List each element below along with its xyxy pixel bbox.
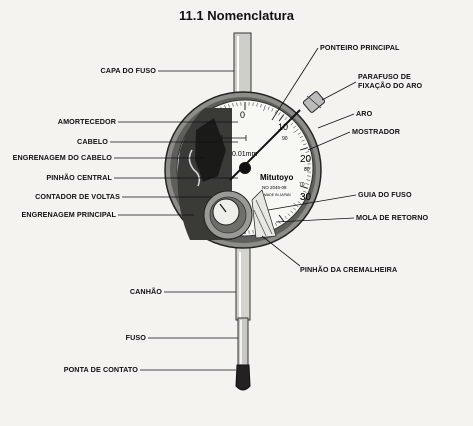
label-fuso: FUSO — [125, 333, 146, 342]
dial-tick — [232, 103, 234, 107]
label-contador-de-voltas: CONTADOR DE VOLTAS — [35, 192, 120, 201]
dial-tick — [284, 215, 288, 220]
dial-tick — [300, 147, 308, 151]
label-guia-do-fuso: GUIA DO FUSO — [358, 190, 412, 199]
dial-number-10: 10 — [278, 122, 288, 132]
dial-tick — [299, 135, 303, 139]
label-engrenagem-do-cabelo: ENGRENAGEM DO CABELO — [12, 153, 112, 162]
dial-tick — [293, 129, 299, 133]
dial-tick — [274, 222, 278, 226]
dial-tick — [274, 110, 278, 114]
leader-lines — [110, 47, 357, 371]
center-pinion — [239, 162, 251, 174]
label-canhao: CANHÃO — [129, 287, 162, 296]
dial-tick — [278, 112, 281, 116]
dial-tick — [299, 197, 303, 201]
dial-tick — [305, 151, 309, 153]
dial-tick — [278, 220, 281, 224]
dial-tick — [303, 190, 307, 193]
dial-tick — [292, 207, 297, 211]
label-ponta-de-contato: PONTA DE CONTATO — [63, 365, 138, 374]
dial-tick — [301, 194, 305, 197]
label-pinhao-da-cremalheira: PINHÃO DA CREMALHEIRA — [300, 265, 398, 274]
dial-tick — [263, 105, 266, 112]
label-parafuso-line2: FIXAÇÃO DO ARO — [358, 81, 423, 90]
label-capa-do-fuso: CAPA DO FUSO — [100, 66, 156, 75]
stem-barrel — [235, 247, 251, 321]
dial-number-0: 0 — [240, 110, 245, 120]
label-aro: ARO — [356, 109, 373, 118]
dial-tick — [300, 185, 308, 189]
label-amortecedor: AMORTECEDOR — [57, 117, 116, 126]
dial-tick — [271, 108, 274, 112]
contact-point — [235, 364, 251, 391]
dial-number-20: 20 — [300, 154, 312, 165]
dial-origin: MADE IN JAPAN — [264, 193, 291, 197]
main-pointer — [229, 109, 301, 181]
label-ponteiro-principal: PONTEIRO PRINCIPAL — [320, 43, 400, 52]
dial-tick — [278, 214, 285, 222]
dial-tick — [305, 183, 309, 185]
dial-tick — [297, 132, 301, 135]
label-cabelo: CABELO — [77, 137, 108, 146]
dial-tick — [297, 201, 301, 204]
diagram-title: 11.1 Nomenclatura — [179, 8, 294, 23]
dial-tick — [301, 139, 305, 142]
dial-tick — [260, 104, 262, 108]
dial-tick — [290, 122, 294, 126]
dial-brand: Mitutoyo — [260, 173, 293, 182]
dial-tick — [278, 114, 285, 122]
return-spring — [251, 189, 277, 239]
dial-tick — [228, 104, 230, 108]
dial-tick — [306, 179, 310, 181]
dial-tick — [303, 143, 307, 146]
dial-number-80: 80 — [304, 167, 310, 173]
dial-number-70: 70 — [299, 182, 305, 188]
hairspring — [188, 149, 201, 187]
dial-tick — [267, 106, 270, 110]
dial-tick — [287, 213, 291, 217]
label-parafuso-line1: PARAFUSO DE — [358, 72, 411, 81]
revolution-counter — [212, 198, 240, 226]
label-pinhao-central: PINHÃO CENTRAL — [46, 173, 112, 182]
dial-tick — [256, 103, 258, 107]
spindle — [237, 317, 249, 367]
dial-resolution: 0.01mm — [232, 151, 257, 158]
label-engrenagem-principal: ENGRENAGEM PRINCIPAL — [21, 210, 116, 219]
dial-number-90: 90 — [282, 136, 288, 142]
dial-tick — [290, 210, 294, 214]
dial-model: NO 2046-08 — [262, 185, 287, 190]
label-mostrador: MOSTRADOR — [352, 127, 401, 136]
label-mola-de-retorno: MOLA DE RETORNO — [356, 213, 429, 222]
dial-tick — [306, 155, 310, 157]
bezel-clamp-screw — [302, 91, 326, 113]
dial-number-30: 30 — [300, 192, 312, 203]
dial-tick — [284, 116, 288, 121]
dial-tick — [292, 125, 297, 129]
